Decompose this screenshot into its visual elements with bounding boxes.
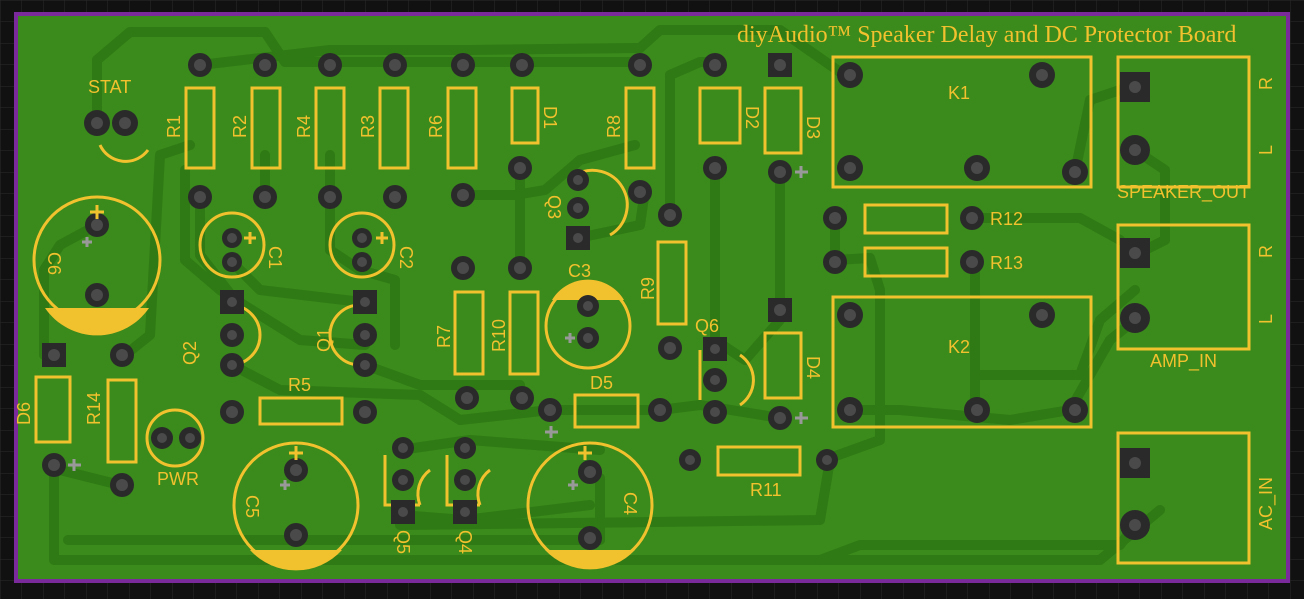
label-d5: D5 [590, 373, 613, 393]
label-ac-in: AC_IN [1256, 477, 1277, 530]
pads [42, 53, 1150, 550]
label-d4: D4 [803, 356, 823, 379]
label-c2: C2 [396, 246, 416, 269]
label-d3: D3 [803, 116, 823, 139]
label-r13: R13 [990, 253, 1023, 273]
label-speaker-r: R [1256, 77, 1276, 90]
label-pwr: PWR [157, 469, 199, 489]
label-r3: R3 [358, 115, 378, 138]
polarity-plus-marks [68, 166, 808, 490]
label-r7: R7 [434, 325, 454, 348]
label-q5: Q5 [393, 530, 413, 554]
label-q4: Q4 [455, 530, 475, 554]
label-r1: R1 [164, 115, 184, 138]
silkscreen-outlines [32, 55, 1251, 569]
label-d1: D1 [540, 106, 560, 129]
label-r11: R11 [750, 480, 782, 500]
label-q3: Q3 [544, 195, 564, 219]
label-c3: C3 [568, 261, 591, 281]
label-speaker-out: SPEAKER_OUT [1117, 182, 1250, 203]
label-q2: Q2 [180, 341, 200, 365]
label-r10: R10 [489, 319, 509, 352]
label-r8: R8 [604, 115, 624, 138]
label-c6: C6 [44, 252, 64, 275]
label-q1: Q1 [314, 328, 334, 352]
label-r4: R4 [294, 115, 314, 138]
label-amp-l: L [1256, 314, 1276, 324]
label-r9: R9 [638, 277, 658, 300]
label-k1: K1 [948, 83, 970, 103]
board-title: diyAudio™ Speaker Delay and DC Protector… [737, 22, 1236, 48]
label-r2: R2 [230, 115, 250, 138]
label-r14: R14 [84, 392, 104, 425]
label-c5: C5 [242, 495, 262, 518]
label-q6: Q6 [695, 316, 719, 336]
label-k2: K2 [948, 337, 970, 357]
label-c1: C1 [265, 246, 285, 269]
label-d2: D2 [742, 106, 762, 129]
label-r5: R5 [288, 375, 311, 395]
label-d6: D6 [14, 402, 34, 425]
label-r6: R6 [426, 115, 446, 138]
label-r12: R12 [990, 209, 1023, 229]
label-stat: STAT [88, 77, 131, 97]
label-amp-in: AMP_IN [1150, 351, 1217, 372]
label-amp-r: R [1256, 245, 1276, 258]
label-speaker-l: L [1256, 145, 1276, 155]
label-c4: C4 [620, 492, 640, 515]
capacitor-polarity-stripes [45, 279, 635, 571]
